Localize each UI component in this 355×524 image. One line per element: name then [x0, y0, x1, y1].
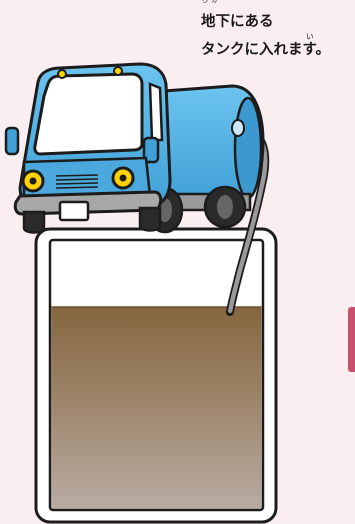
side-tab[interactable]	[348, 307, 355, 372]
license-plate	[60, 202, 88, 220]
tanker-truck	[6, 64, 263, 233]
tank-liquid	[52, 307, 262, 509]
windshield	[35, 74, 142, 154]
front-wheel-left	[24, 212, 44, 233]
